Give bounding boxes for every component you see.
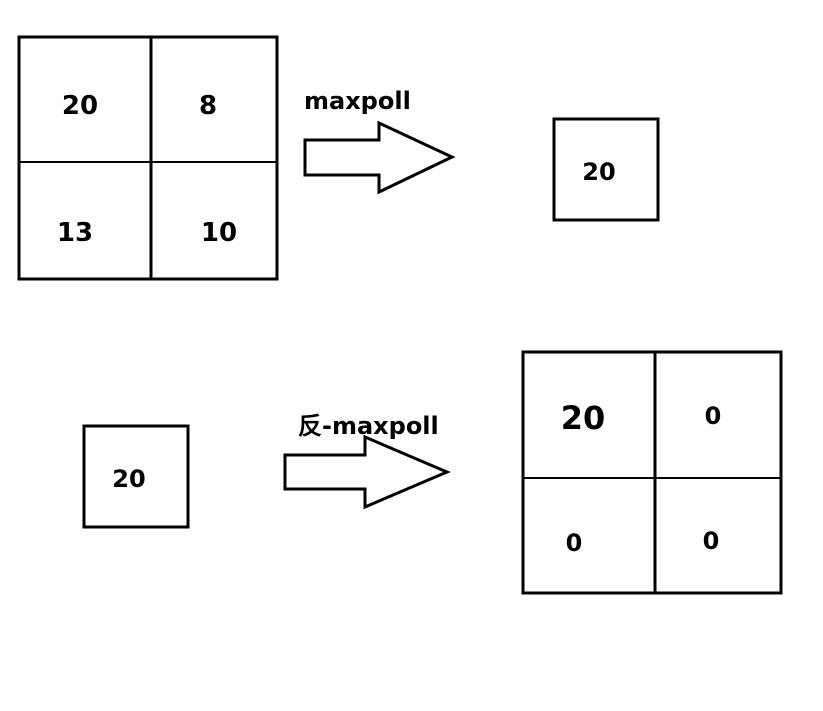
top-input-grid-border xyxy=(17,35,279,281)
top-input-cell-2: 8 xyxy=(199,91,217,121)
top-output-value: 20 xyxy=(582,158,615,186)
bottom-arrow xyxy=(283,434,451,510)
bottom-input-value: 20 xyxy=(112,465,145,493)
bottom-operation-label: 反-maxpoll xyxy=(298,412,439,440)
bottom-output-cell-3: 0 xyxy=(566,529,583,557)
top-input-cell-3: 13 xyxy=(57,218,93,248)
top-input-cell-4: 10 xyxy=(201,218,237,248)
top-operation-label: maxpoll xyxy=(304,87,411,115)
bottom-output-cell-1: 20 xyxy=(561,399,606,437)
top-input-cell-1: 20 xyxy=(62,91,98,121)
top-output-cell-border xyxy=(552,117,660,222)
bottom-input-cell: 20 xyxy=(82,424,190,529)
bottom-output-grid: 20 0 0 0 xyxy=(521,350,783,595)
top-input-grid: 20 8 13 10 xyxy=(17,35,279,281)
top-arrow xyxy=(303,120,456,195)
bottom-output-cell-2: 0 xyxy=(705,402,722,430)
bottom-output-cell-4: 0 xyxy=(703,527,720,555)
bottom-output-grid-border xyxy=(521,350,783,595)
top-output-cell: 20 xyxy=(552,117,660,222)
bottom-input-cell-border xyxy=(82,424,190,529)
